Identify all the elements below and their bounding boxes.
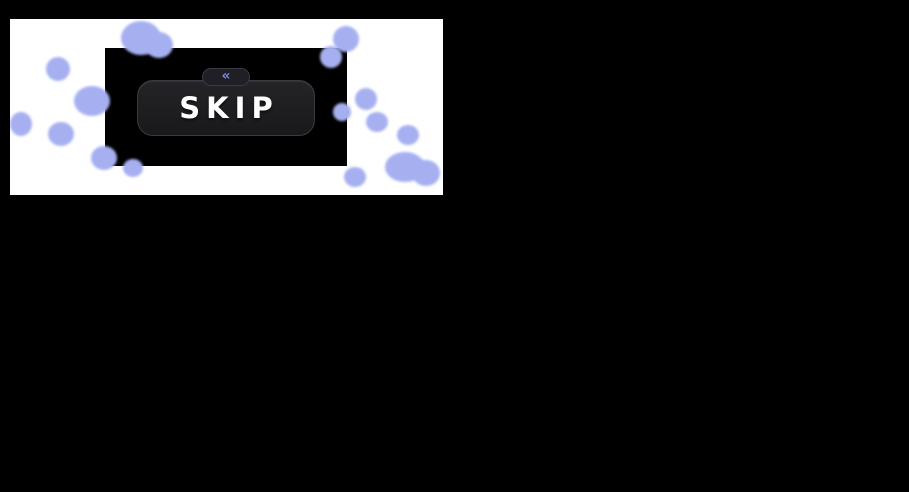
paint-blob: [412, 160, 440, 186]
paint-blob: [366, 112, 388, 132]
paint-blob: [46, 57, 70, 81]
paint-blob: [74, 86, 110, 116]
paint-blob: [10, 112, 32, 136]
paint-blob: [355, 88, 377, 110]
ad-overlay: « SKIP: [105, 48, 347, 166]
app-panel: « SKIP: [10, 19, 443, 195]
paint-blob: [123, 159, 143, 177]
double-chevron-left-icon: «: [221, 68, 231, 84]
paint-blob: [397, 125, 419, 145]
collapse-pill-button[interactable]: «: [202, 68, 250, 86]
skip-button-label: SKIP: [179, 91, 279, 125]
paint-blob: [344, 167, 366, 187]
paint-blob: [320, 46, 342, 68]
paint-blob: [145, 32, 173, 58]
paint-blob: [333, 103, 351, 121]
skip-button[interactable]: SKIP: [137, 80, 315, 136]
paint-blob: [48, 122, 74, 146]
paint-blob: [91, 146, 117, 170]
